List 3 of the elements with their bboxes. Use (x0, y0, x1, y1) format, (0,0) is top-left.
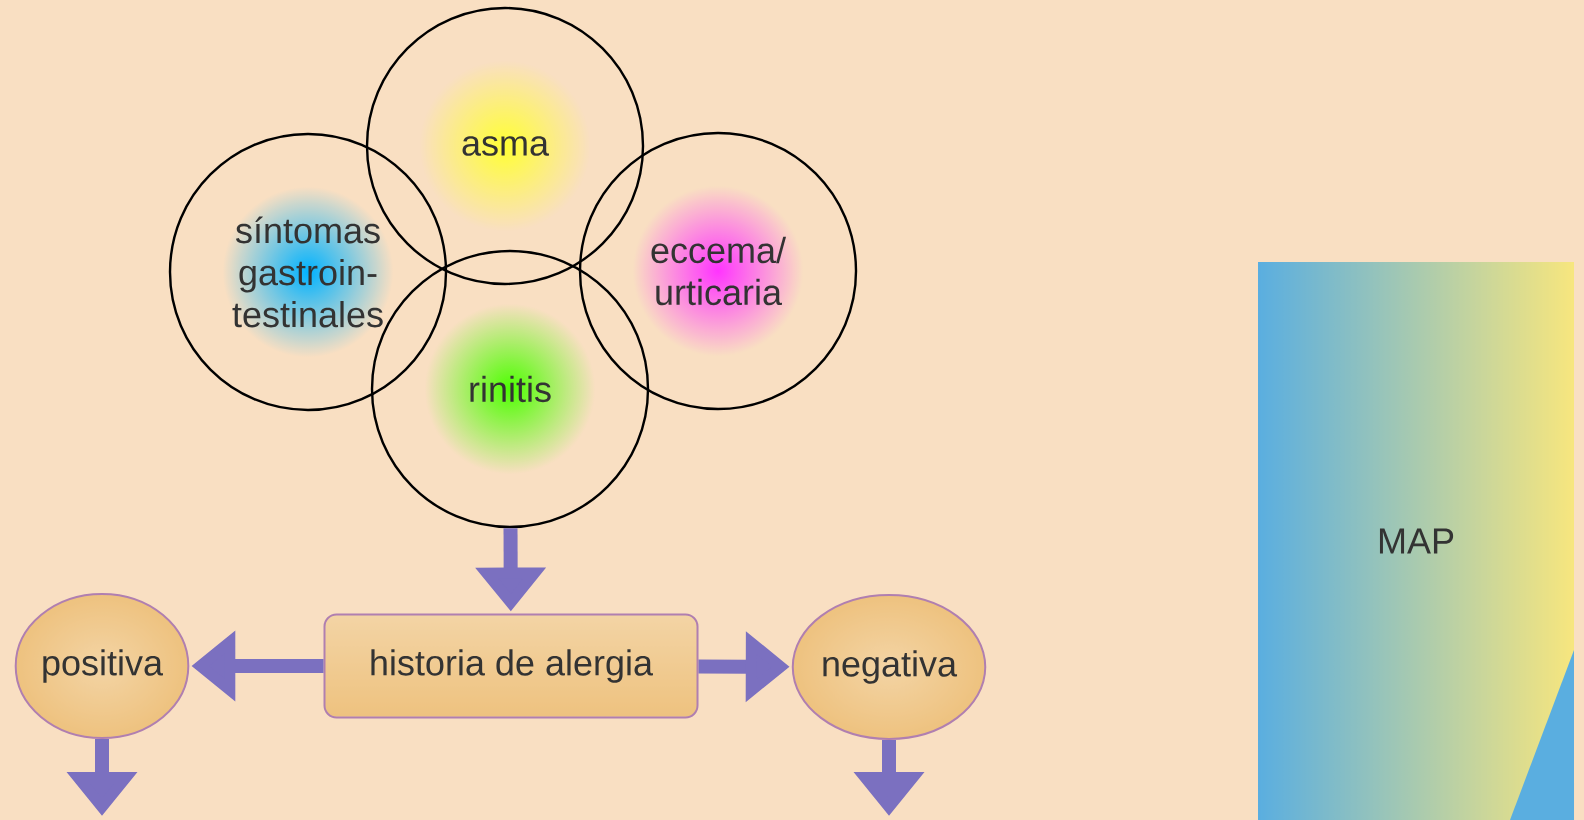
gradient-panel: MAP (1379, 528, 1574, 820)
node-label: MAP (1379, 528, 1454, 554)
rounded-box: historia de alergia (323, 613, 699, 719)
